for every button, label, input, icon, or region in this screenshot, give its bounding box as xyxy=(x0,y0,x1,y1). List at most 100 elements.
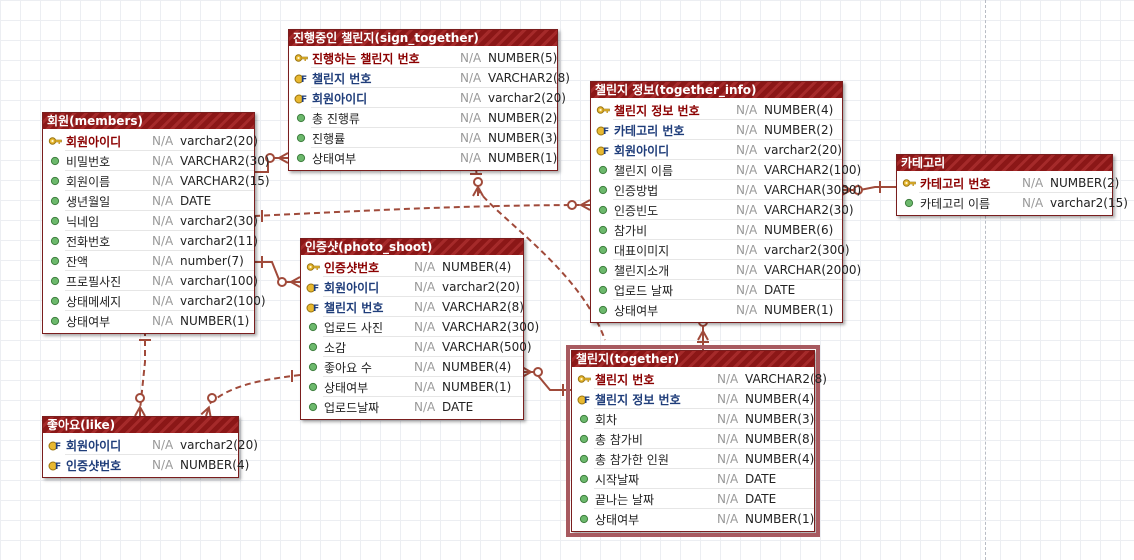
column-nullable: N/A xyxy=(152,438,174,452)
column-type: varchar2(20) xyxy=(764,143,842,157)
column-name: 대표이미지 xyxy=(614,243,670,258)
many-cardinality-mark xyxy=(841,184,854,196)
entity-title[interactable]: 회원(members) xyxy=(43,113,254,129)
column-name: 시작날짜 xyxy=(595,472,640,487)
svg-text:F: F xyxy=(313,304,319,314)
svg-text:F: F xyxy=(301,95,307,105)
column-name: 닉네임 xyxy=(66,214,100,229)
column-name: 챌린지 이름 xyxy=(614,163,674,178)
column-type: DATE xyxy=(764,283,796,297)
entity-title[interactable]: 진행중인 챌린지(sign_together) xyxy=(289,30,557,46)
column-nullable: N/A xyxy=(152,274,174,288)
column-type: VARCHAR2(8) xyxy=(745,372,827,386)
entity-title[interactable]: 좋아요(like) xyxy=(43,417,238,433)
column-type: NUMBER(1) xyxy=(488,151,558,165)
foreign-key-icon: F xyxy=(294,71,308,85)
entity-title[interactable]: 인증샷(photo_shoot) xyxy=(301,239,523,255)
entity-title[interactable]: 챌린지(together) xyxy=(572,351,814,367)
column-icon xyxy=(306,340,320,354)
column-name: 챌린지소개 xyxy=(614,263,670,278)
column-type: NUMBER(1) xyxy=(745,512,815,526)
many-cardinality-mark xyxy=(578,199,591,211)
relationship-line[interactable] xyxy=(207,374,301,406)
relationship-line[interactable] xyxy=(254,261,300,283)
optional-cardinality-mark xyxy=(567,200,577,210)
column-name: 끝나는 날짜 xyxy=(595,492,655,507)
relationship-line[interactable] xyxy=(253,204,591,217)
column-name: 회원이름 xyxy=(66,174,111,189)
column-nullable: N/A xyxy=(460,151,482,165)
optional-cardinality-mark xyxy=(207,393,217,403)
entity-title[interactable]: 카테고리 xyxy=(897,155,1112,171)
entity-title[interactable]: 챌린지 정보(together_info) xyxy=(591,82,842,98)
foreign-key-icon: F xyxy=(294,91,308,105)
column-name: 회원아이디 xyxy=(312,91,368,106)
column-name: 전화번호 xyxy=(66,234,111,249)
svg-text:F: F xyxy=(55,442,61,452)
many-cardinality-mark xyxy=(472,184,484,197)
column-icon xyxy=(577,452,591,466)
column-nullable: N/A xyxy=(736,223,758,237)
column-icon xyxy=(577,432,591,446)
column-type: NUMBER(2) xyxy=(1050,176,1120,190)
column-type: NUMBER(4) xyxy=(745,452,815,466)
